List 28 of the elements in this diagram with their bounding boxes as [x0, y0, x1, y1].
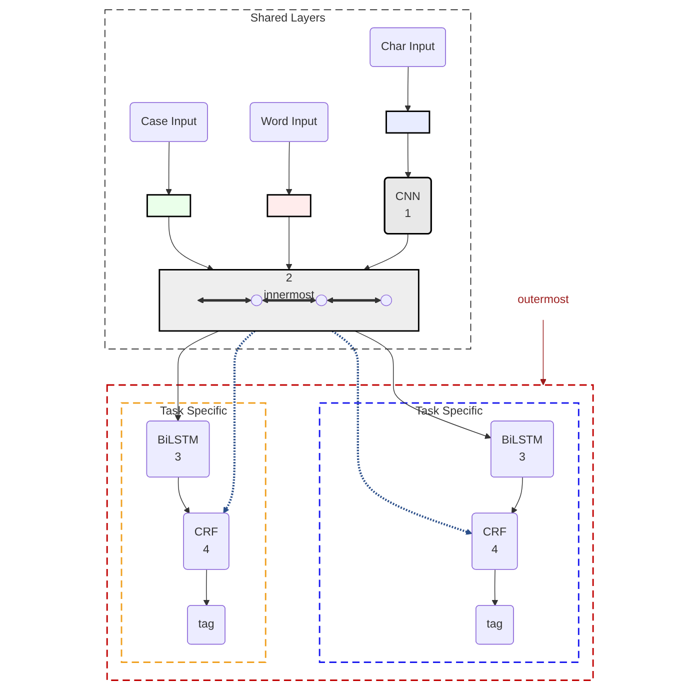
arrow — [404, 132, 411, 178]
arrow — [196, 296, 252, 304]
node-text: outermost — [517, 293, 568, 306]
arrow — [540, 318, 546, 385]
arrow — [404, 66, 411, 112]
arrow — [354, 330, 491, 438]
cluster: 2 innermost — [158, 268, 419, 332]
arrow — [285, 216, 292, 270]
arrow — [177, 476, 190, 514]
arrow — [165, 141, 172, 195]
arrow — [202, 568, 210, 606]
arrow — [262, 296, 316, 304]
arrow — [363, 232, 408, 270]
arrow — [168, 216, 214, 270]
node-circle — [315, 294, 327, 306]
arrow — [222, 330, 255, 513]
arrow — [326, 296, 381, 304]
node-box — [146, 194, 191, 217]
arrow — [174, 330, 219, 421]
arrow — [511, 476, 522, 514]
arrow — [285, 141, 292, 195]
arrow — [331, 330, 472, 534]
node-box — [266, 194, 311, 217]
node-circle — [380, 294, 392, 306]
node-circle — [250, 294, 262, 306]
arrow — [491, 568, 498, 606]
cluster — [106, 384, 594, 680]
node-box — [385, 110, 430, 134]
